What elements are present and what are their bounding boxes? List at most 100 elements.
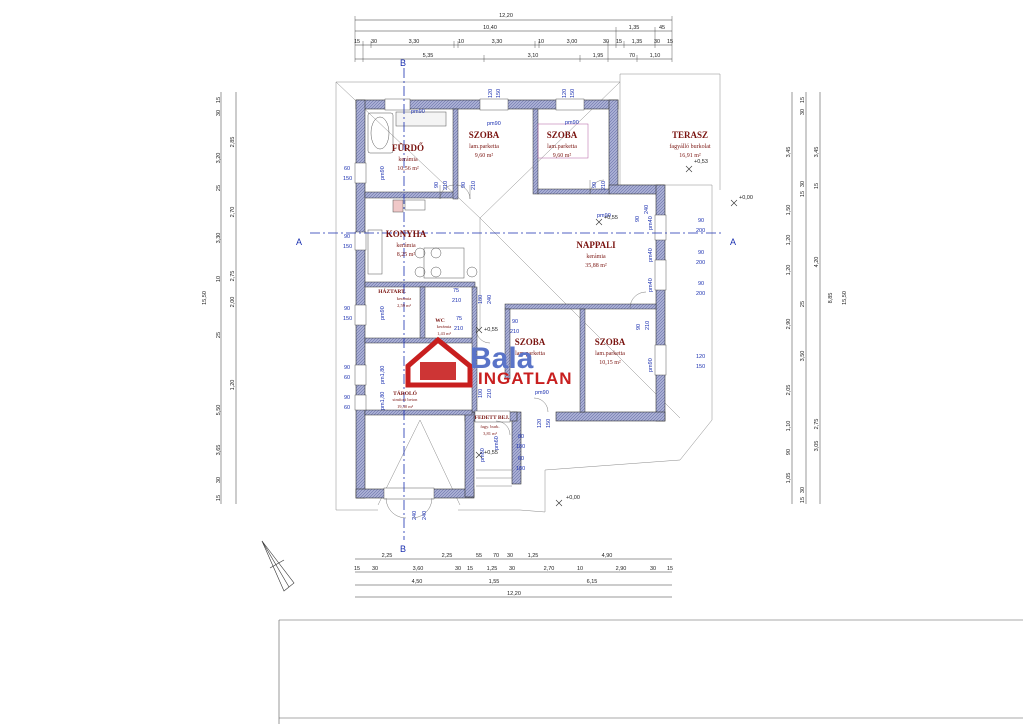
right-dim: 3,45	[786, 147, 792, 158]
opening-label: 180	[516, 466, 525, 472]
bottom-dim: 6,15	[587, 579, 598, 585]
top-dim: 10,40	[483, 25, 497, 31]
title-block-frame	[278, 619, 1023, 724]
room-name: NAPPALI	[576, 240, 616, 250]
room-material: kerámia	[397, 296, 412, 301]
right-dim: 1,50	[786, 205, 792, 216]
section-label-a-right: A	[730, 237, 736, 247]
top-dim: 3,30	[492, 39, 503, 45]
opening-label: 75	[456, 316, 462, 322]
room-wc: WC kerámia 1,43 m²	[435, 318, 451, 337]
opening-label: 150	[343, 316, 352, 322]
room-name: TÁROLÓ	[393, 389, 418, 397]
bottom-dimension-labels: 2,25 2,25 55 70 30 1,25 4,90 15 30 3,60 …	[354, 553, 673, 597]
left-dim: 2,85	[230, 137, 236, 148]
level-marker: +0,55	[595, 215, 618, 226]
left-dim: 30	[216, 110, 222, 116]
left-dimension-lines	[220, 92, 237, 504]
room-name: KONYHA	[386, 229, 427, 239]
level-value: +0,55	[484, 450, 498, 456]
top-dim: 70	[629, 53, 635, 59]
bottom-dim: 30	[507, 553, 513, 559]
bottom-dim: 30	[650, 566, 656, 572]
section-labels: A A B B	[296, 58, 736, 554]
opening-label: pm90	[380, 166, 386, 180]
opening-label: 90	[592, 182, 598, 188]
opening-label: 60	[344, 405, 350, 411]
right-dim: 1,10	[786, 421, 792, 432]
opening-label: pm1,80	[380, 392, 386, 410]
opening-label: 210	[645, 321, 651, 330]
top-dimension-lines	[354, 16, 673, 62]
opening-label: 80	[518, 434, 524, 440]
left-dim: 2,75	[230, 271, 236, 282]
right-dim: 3,45	[814, 147, 820, 158]
room-name: HÁZTART.	[378, 287, 406, 295]
bala-ingatlan-logo: Bala INGATLAN	[405, 336, 573, 388]
top-dim: 10	[538, 39, 544, 45]
opening-label: 210	[601, 181, 607, 190]
room-szoba-4: SZOBA lam.parketta	[515, 337, 546, 357]
level-marker: +0,00	[555, 495, 580, 507]
bottom-dim: 30	[455, 566, 461, 572]
opening-label: 120	[537, 419, 543, 428]
room-furdo: FÜRDŐ kerámia 10,56 m²	[392, 143, 424, 172]
right-dim: 3,50	[800, 351, 806, 362]
level-marker: +0,53	[685, 159, 708, 173]
opening-labels: pm90 pm90 pm90 pm90 pm90 pm40 pm40 pm40 …	[343, 89, 705, 520]
bottom-dim: 30	[509, 566, 515, 572]
room-name: WC	[435, 318, 445, 324]
opening-label: 180	[516, 444, 525, 450]
left-dim: 15	[216, 97, 222, 103]
right-dim: 30	[800, 181, 806, 187]
bottom-dim: 1,25	[487, 566, 498, 572]
opening-label: 150	[570, 89, 576, 98]
room-name: SZOBA	[469, 130, 500, 140]
room-name: FEDETT BEJ.	[475, 415, 510, 421]
top-dim: 3,30	[409, 39, 420, 45]
room-area: 3,81 m²	[483, 431, 498, 437]
left-dimension-labels: 15 30 2,85 3,20 25 2,70 3,30 10 2,75 2,0…	[202, 97, 236, 501]
bottom-dim: 30	[372, 566, 378, 572]
opening-label: pm40	[648, 216, 654, 230]
opening-label: 210	[471, 181, 477, 190]
bottom-dim: 15	[467, 566, 473, 572]
bottom-dim: 55	[476, 553, 482, 559]
right-dim: 1,20	[786, 265, 792, 276]
room-name: SZOBA	[515, 337, 546, 347]
top-dim: 3,00	[567, 39, 578, 45]
right-dim: 25	[800, 301, 806, 307]
room-area: 9,60 m²	[553, 153, 572, 159]
left-dim: 5,50	[216, 405, 222, 416]
right-dim: 8,85	[828, 293, 834, 304]
right-dim: 15	[814, 183, 820, 189]
room-material: kerámia	[398, 157, 418, 163]
bottom-dim: 1,25	[528, 553, 539, 559]
opening-label: 120	[696, 354, 705, 360]
top-dim: 5,35	[423, 53, 434, 59]
opening-label: 200	[696, 291, 705, 297]
left-dim: 3,30	[216, 233, 222, 244]
room-area: 8,25 m²	[397, 252, 416, 258]
opening-label: 90	[636, 324, 642, 330]
bottom-dim: 2,70	[544, 566, 555, 572]
room-area: 10,56 m²	[397, 166, 419, 172]
right-dim: 4,20	[814, 257, 820, 268]
room-area: 35,88 m²	[585, 263, 607, 269]
room-area: 16,91 m²	[679, 153, 701, 159]
north-arrow-icon	[261, 540, 295, 592]
logo-sub-text: INGATLAN	[478, 369, 573, 388]
top-dim: 1,95	[593, 53, 604, 59]
opening-label: 90	[344, 395, 350, 401]
room-szoba-1: SZOBA lam.parketta 9,60 m²	[469, 130, 500, 159]
room-area: 2,59 m²	[397, 303, 412, 309]
room-material: simított beton	[393, 397, 419, 402]
left-dim: 1,20	[230, 380, 236, 391]
room-szoba-3: SZOBA lam.parketta 10,15 m²	[595, 337, 626, 366]
room-material: kerámia	[586, 254, 606, 260]
opening-label: 90	[461, 182, 467, 188]
opening-label: 75	[453, 288, 459, 294]
wall-openings	[354, 98, 667, 500]
section-label-a-left: A	[296, 237, 302, 247]
